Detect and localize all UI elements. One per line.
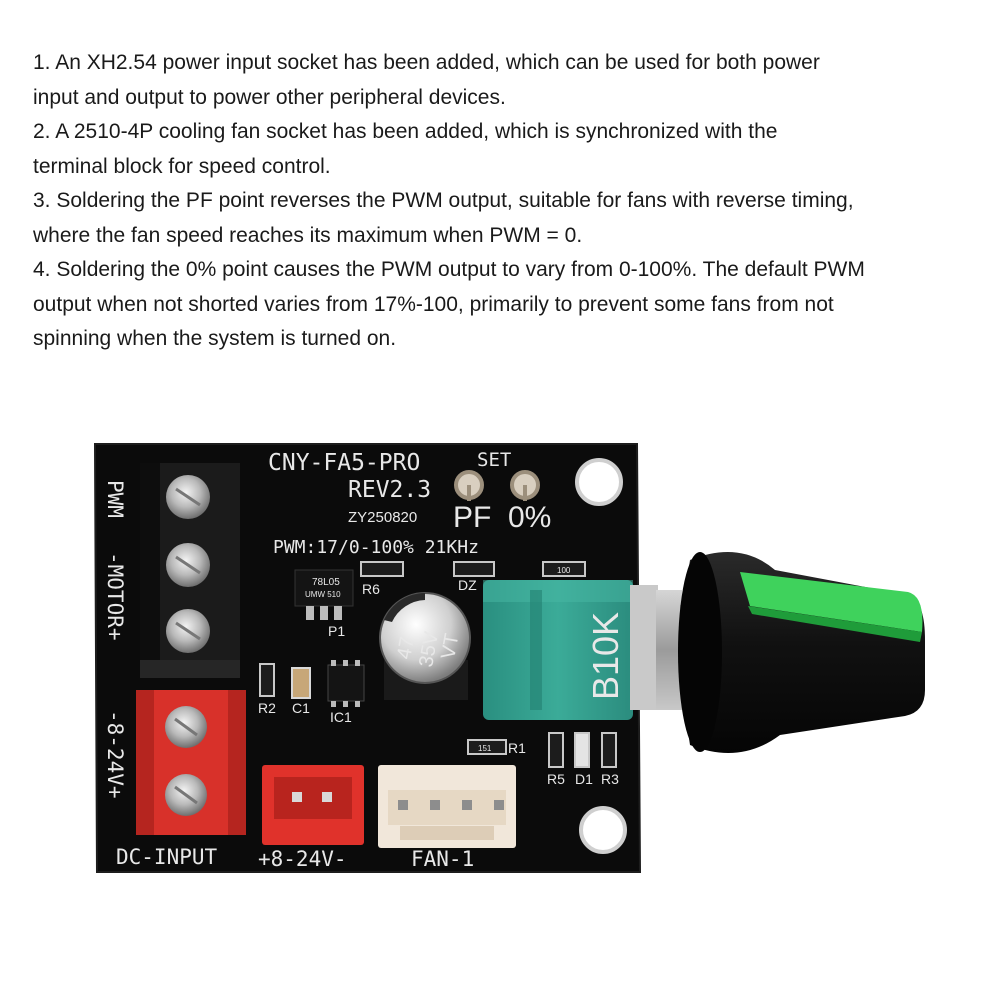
regulator-marking: 78L05 xyxy=(312,577,340,588)
mounting-hole xyxy=(575,458,623,506)
dc-input-label: DC-INPUT xyxy=(116,845,218,869)
ic1-chip xyxy=(327,660,365,707)
note-line: 1. An XH2.54 power input socket has been… xyxy=(33,51,820,74)
dc-input-terminal-block xyxy=(136,690,246,835)
regulator-code: UMW 510 xyxy=(305,590,341,599)
smd-resistor-r3 xyxy=(601,732,617,768)
motor-terminal-label: -MOTOR+ xyxy=(103,552,127,641)
board-id-label: ZY250820 xyxy=(348,509,417,526)
smd-diode-dz xyxy=(453,561,495,577)
model-label: CNY-FA5-PRO xyxy=(268,450,420,476)
potentiometer-marking: B10K xyxy=(585,612,626,700)
r3-label: R3 xyxy=(601,771,619,787)
mounting-hole xyxy=(579,806,627,854)
r2-label: R2 xyxy=(258,700,276,716)
fan-socket xyxy=(378,765,516,848)
smd-resistor-r1 xyxy=(467,739,507,755)
pwm-terminal-label: PWM xyxy=(103,480,127,518)
note-line: where the fan speed reaches its maximum … xyxy=(33,223,583,247)
note-line: 4. Soldering the 0% point causes the PWM… xyxy=(33,258,865,281)
smd-capacitor-c1 xyxy=(291,667,311,699)
smd-resistor-r5 xyxy=(548,732,564,768)
motor-terminal-block xyxy=(140,463,240,678)
potentiometer-knob xyxy=(678,552,925,753)
smd-resistor xyxy=(542,561,586,577)
zero-percent-label: 0% xyxy=(508,501,551,534)
r5-label: R5 xyxy=(547,771,565,787)
smd-resistor-r2 xyxy=(259,663,275,697)
set-label: SET xyxy=(477,449,511,471)
note-line: 3. Soldering the PF point reverses the P… xyxy=(33,189,854,212)
ic1-label: IC1 xyxy=(330,709,352,725)
xh-input-label: +8-24V- xyxy=(258,847,347,871)
led-d1 xyxy=(574,732,590,768)
xh-power-socket xyxy=(262,765,364,845)
note-line: input and output to power other peripher… xyxy=(33,85,506,109)
r1-label: R1 xyxy=(508,740,526,756)
r6-label: R6 xyxy=(362,581,380,597)
d1-label: D1 xyxy=(575,771,593,787)
pf-label: PF xyxy=(453,501,491,534)
smd-resistor-r6 xyxy=(360,561,404,577)
revision-label: REV2.3 xyxy=(348,477,431,503)
smd-code-100: 100 xyxy=(557,566,571,575)
voltage-terminal-label: -8-24V+ xyxy=(103,710,127,799)
c1-label: C1 xyxy=(292,700,310,716)
dz-label: DZ xyxy=(458,577,477,593)
capacitor-series: VT xyxy=(437,632,463,661)
note-line: terminal block for speed control. xyxy=(33,154,331,178)
electrolytic-capacitor xyxy=(379,592,471,700)
voltage-regulator xyxy=(294,569,354,620)
note-line: output when not shorted varies from 17%-… xyxy=(33,292,834,316)
smd-code-151: 151 xyxy=(478,744,492,753)
note-line: spinning when the system is turned on. xyxy=(33,327,397,350)
capacitor-value: 47 xyxy=(393,635,419,661)
description-text: 1. An XH2.54 power input socket has been… xyxy=(33,46,973,357)
p1-label: P1 xyxy=(328,623,345,639)
pwm-spec-label: PWM:17/0-100% 21KHz xyxy=(273,537,479,558)
fan-label: FAN-1 xyxy=(411,847,474,871)
note-line: 2. A 2510-4P cooling fan socket has been… xyxy=(33,120,778,143)
